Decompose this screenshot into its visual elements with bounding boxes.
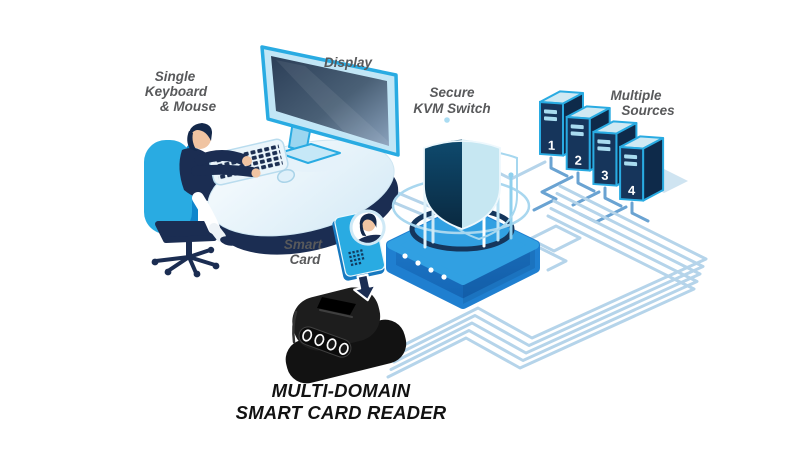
server-number: 4 <box>628 183 636 199</box>
server-number: 3 <box>601 168 608 183</box>
reader-button-1 <box>302 329 313 342</box>
kvm-switch <box>386 117 540 309</box>
workstation <box>144 45 400 278</box>
smart-card <box>332 209 386 281</box>
operator-arms <box>191 150 261 178</box>
labels: Single Keyboard & Mouse Display Secure K… <box>145 55 675 423</box>
chair-star-base <box>154 248 217 275</box>
reader-button-3 <box>326 338 337 351</box>
label-line: KVM Switch <box>413 101 490 116</box>
title-line: MULTI-DOMAIN <box>272 380 411 401</box>
label-line: Multiple <box>611 88 662 103</box>
server-number: 1 <box>548 138 555 153</box>
label-line: Card <box>290 252 322 267</box>
chair-wheels <box>151 246 220 278</box>
operator-shoe <box>220 236 238 246</box>
operator-hair <box>189 123 212 141</box>
label-kvm-switch: Secure KVM Switch <box>413 85 490 116</box>
label-keyboard-mouse: Single Keyboard & Mouse <box>145 69 217 114</box>
shield-icon <box>423 139 501 230</box>
insert-arrow-icon <box>353 273 377 302</box>
connection-traces <box>314 156 708 379</box>
kvm-reader-cable-bundle <box>386 184 708 379</box>
label-display: Display <box>324 55 374 70</box>
card-reader-slot <box>317 297 356 315</box>
label-line: Sources <box>621 103 675 118</box>
kvm-port-leds <box>402 253 447 280</box>
label-line: & Mouse <box>160 99 217 114</box>
operator-legs <box>192 192 238 246</box>
reader-button-2 <box>314 333 325 347</box>
label-multiple-sources: Multiple Sources <box>611 88 676 118</box>
display-monitor <box>260 45 400 172</box>
label-line: Single <box>155 69 196 84</box>
mouse <box>276 168 296 184</box>
label-smart-card: Smart Card <box>284 237 323 267</box>
label-line: Secure <box>429 85 475 100</box>
smart-card-chip <box>348 249 365 267</box>
label-line: Smart <box>284 237 323 252</box>
title-line: SMART CARD READER <box>236 402 447 423</box>
label-line: Keyboard <box>145 84 208 99</box>
monitor-stand-base <box>278 143 341 164</box>
source-servers: 1 2 3 4 <box>539 90 688 202</box>
server-tower-4: 4 <box>619 135 665 202</box>
monitor-screen <box>271 56 389 146</box>
card-reader-button-panel <box>298 326 352 358</box>
server-number: 2 <box>575 153 582 168</box>
diagram-title: MULTI-DOMAIN SMART CARD READER <box>236 380 447 423</box>
reader-button-4 <box>338 342 349 355</box>
card-reader <box>285 287 407 384</box>
